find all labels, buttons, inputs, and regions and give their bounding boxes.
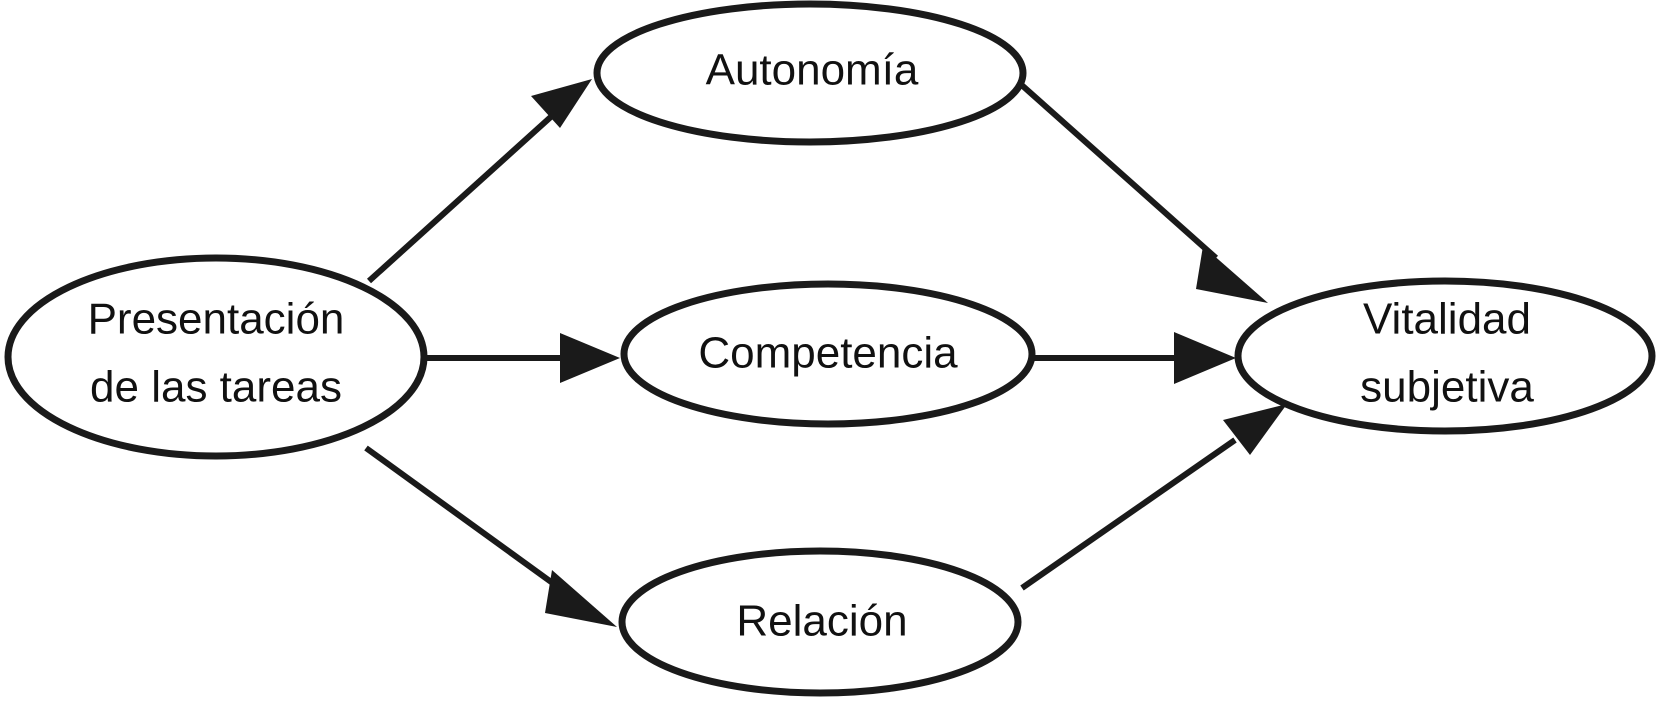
node-autonomia[interactable]: Autonomía bbox=[593, 0, 1027, 146]
edge-relacion-vitalidad bbox=[1020, 404, 1287, 591]
arrowhead-icon bbox=[531, 79, 592, 128]
edge-presentacion-relacion bbox=[364, 445, 617, 627]
edge-line bbox=[1020, 437, 1237, 591]
arrowhead-icon bbox=[560, 333, 620, 383]
edge-autonomia-vitalidad bbox=[1014, 77, 1268, 303]
arrowhead-icon bbox=[1174, 332, 1236, 384]
edge-line bbox=[366, 93, 577, 284]
edge-competencia-vitalidad bbox=[1033, 332, 1236, 384]
arrowhead-icon bbox=[545, 570, 617, 627]
arrowhead-icon bbox=[1223, 404, 1287, 455]
node-label-line1: Autonomía bbox=[706, 46, 919, 95]
edge-line bbox=[1014, 77, 1218, 261]
node-label-line2: de las tareas bbox=[90, 363, 342, 412]
node-competencia[interactable]: Competencia bbox=[620, 280, 1036, 428]
node-label-line1: Relación bbox=[736, 597, 907, 646]
node-shape[interactable] bbox=[618, 547, 1022, 697]
arrowhead-icon bbox=[1196, 246, 1268, 303]
node-relacion[interactable]: Relación bbox=[618, 547, 1022, 697]
node-label-line1: Vitalidad bbox=[1363, 295, 1531, 344]
node-vitalidad[interactable]: Vitalidad subjetiva bbox=[1234, 277, 1656, 435]
node-label-line1: Presentación bbox=[88, 295, 345, 344]
node-shape[interactable] bbox=[1234, 277, 1656, 435]
node-shape[interactable] bbox=[593, 0, 1027, 146]
node-presentacion[interactable]: Presentación de las tareas bbox=[4, 254, 428, 460]
node-label-line2: subjetiva bbox=[1360, 363, 1534, 412]
node-shape[interactable] bbox=[4, 254, 428, 460]
node-label-line1: Competencia bbox=[698, 329, 958, 378]
edge-line bbox=[364, 445, 567, 595]
edge-presentacion-autonomia bbox=[366, 79, 592, 284]
node-shape[interactable] bbox=[620, 280, 1036, 428]
edge-presentacion-competencia bbox=[424, 333, 620, 383]
